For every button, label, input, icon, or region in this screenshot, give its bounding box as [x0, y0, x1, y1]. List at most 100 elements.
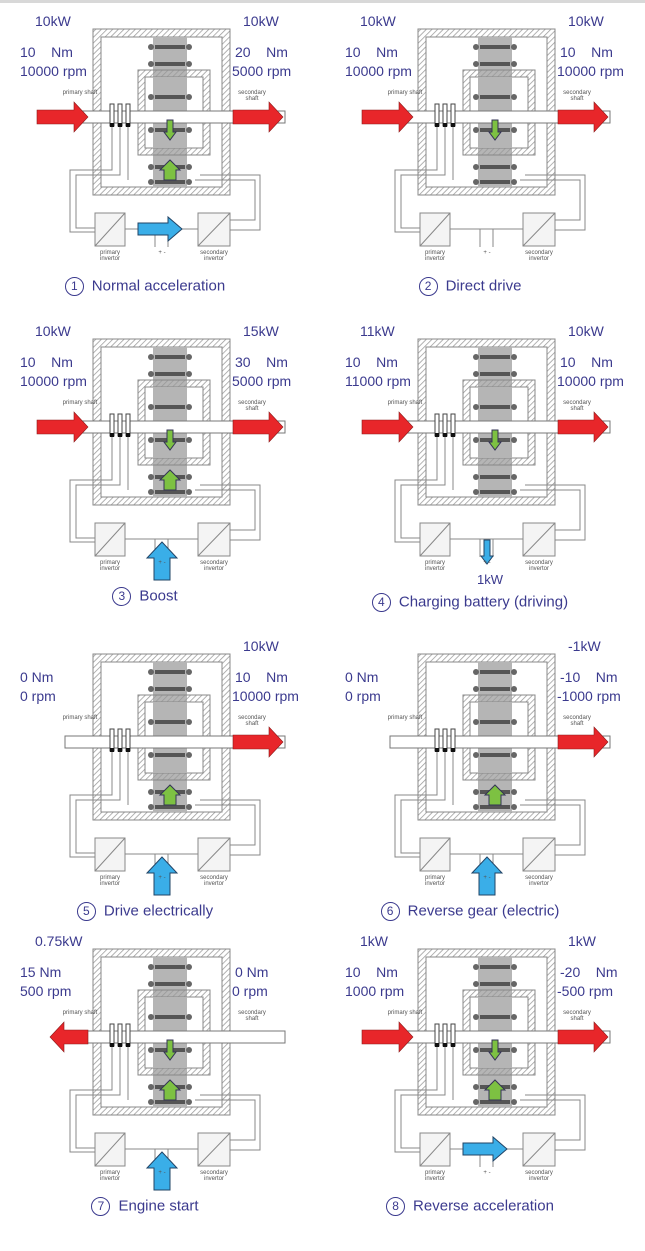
mode-caption: 8 Reverse acceleration [325, 1197, 615, 1216]
output-speed: 10000 rpm [557, 373, 624, 389]
battery-terminals: + - [158, 250, 166, 256]
input-speed: 10000 rpm [20, 63, 87, 79]
power-out-arrow-icon [557, 411, 609, 443]
output-power: 15kW [243, 323, 279, 339]
mode-title: Normal acceleration [91, 277, 226, 295]
output-torque: 0 Nm [235, 964, 269, 980]
input-torque: 10 Nm [345, 44, 398, 60]
mode-number: 4 [371, 593, 391, 612]
battery-flow-up-arrow-icon [470, 856, 504, 896]
mode-number: 7 [91, 1197, 111, 1216]
output-torque: 30 Nm [235, 354, 288, 370]
power-in-arrow-icon [361, 411, 414, 443]
secondary-invertor-label: secondary invertor [525, 1170, 553, 1182]
input-speed: 11000 rpm [345, 373, 411, 389]
primary-shaft-label: primary shaft [387, 715, 423, 721]
green-arrow-down-icon [488, 1039, 502, 1061]
mode-number: 6 [380, 902, 400, 921]
mode-number: 8 [386, 1197, 406, 1216]
primary-invertor-label: primary invertor [99, 1170, 120, 1182]
primary-shaft-label: primary shaft [387, 90, 423, 96]
output-power: 1kW [568, 933, 596, 949]
battery-terminals: + - [158, 1170, 166, 1176]
primary-shaft-label: primary shaft [387, 1010, 423, 1016]
output-power: 10kW [243, 638, 279, 654]
shaft [64, 1030, 286, 1044]
input-speed: 0 rpm [345, 688, 381, 704]
powertrain-schematic [36, 338, 286, 581]
battery-terminals: + - [483, 560, 491, 566]
input-speed: 500 rpm [20, 983, 72, 999]
output-power: 10kW [568, 13, 604, 29]
output-torque: 10 Nm [560, 44, 613, 60]
power-out-arrow-icon [557, 726, 609, 758]
primary-shaft-label: primary shaft [387, 400, 423, 406]
mode-title: Direct drive [445, 277, 522, 295]
output-torque: -20 Nm [560, 964, 618, 980]
primary-invertor-label: primary invertor [424, 1170, 445, 1182]
primary-invertor-label: primary invertor [424, 250, 445, 262]
powertrain-schematic [36, 28, 286, 247]
secondary-invertor-label: secondary invertor [525, 250, 553, 262]
input-power: 0.75kW [35, 933, 83, 949]
output-speed: -500 rpm [557, 983, 614, 999]
input-power: 1kW [360, 933, 388, 949]
output-torque: 10 Nm [560, 354, 613, 370]
input-speed: 1000 rpm [345, 983, 405, 999]
primary-invertor-label: primary invertor [424, 875, 445, 887]
powertrain-schematic [64, 653, 286, 896]
output-power: 10kW [243, 13, 279, 29]
power-out-arrow-icon [232, 726, 284, 758]
primary-shaft-label: primary shaft [62, 1010, 98, 1016]
inverter-flow-arrow-icon [462, 1135, 508, 1163]
power-in-arrow-icon [36, 101, 89, 133]
powertrain-schematic [361, 338, 611, 565]
primary-invertor-label: primary invertor [424, 560, 445, 572]
output-power: -1kW [568, 638, 601, 654]
secondary-shaft-label: secondary shaft [563, 400, 591, 412]
battery-flow-down-arrow-icon [480, 539, 494, 565]
input-torque: 10 Nm [20, 44, 73, 60]
secondary-shaft-label: secondary shaft [563, 90, 591, 102]
secondary-shaft-label: secondary shaft [563, 1010, 591, 1022]
secondary-shaft-label: secondary shaft [238, 400, 266, 412]
input-power: 10kW [35, 323, 71, 339]
powertrain-schematic [361, 948, 611, 1167]
green-arrow-down-icon [163, 429, 177, 451]
input-torque: 10 Nm [345, 354, 398, 370]
input-speed: 10000 rpm [345, 63, 412, 79]
green-arrow-up-icon [158, 159, 182, 181]
secondary-shaft-label: secondary shaft [238, 715, 266, 727]
output-torque: 10 Nm [235, 669, 288, 685]
power-out-arrow-icon [49, 1021, 89, 1053]
powertrain-schematic [49, 948, 286, 1191]
secondary-invertor-label: secondary invertor [525, 875, 553, 887]
mode-title: Reverse acceleration [413, 1197, 554, 1215]
input-speed: 10000 rpm [20, 373, 87, 389]
input-power: 11kW [360, 323, 395, 339]
power-in-arrow-icon [36, 411, 89, 443]
output-speed: 10000 rpm [557, 63, 624, 79]
input-torque: 15 Nm [20, 964, 62, 980]
power-in-arrow-icon [361, 101, 414, 133]
secondary-invertor-label: secondary invertor [200, 1170, 228, 1182]
battery-terminals: + - [483, 1170, 491, 1176]
primary-invertor-label: primary invertor [99, 560, 120, 572]
green-arrow-down-icon [488, 429, 502, 451]
top-border [0, 0, 645, 3]
mode-title: Boost [139, 587, 178, 605]
mode-title: Drive electrically [103, 902, 214, 920]
output-speed: 5000 rpm [232, 63, 292, 79]
green-arrow-up-icon [483, 1079, 507, 1101]
